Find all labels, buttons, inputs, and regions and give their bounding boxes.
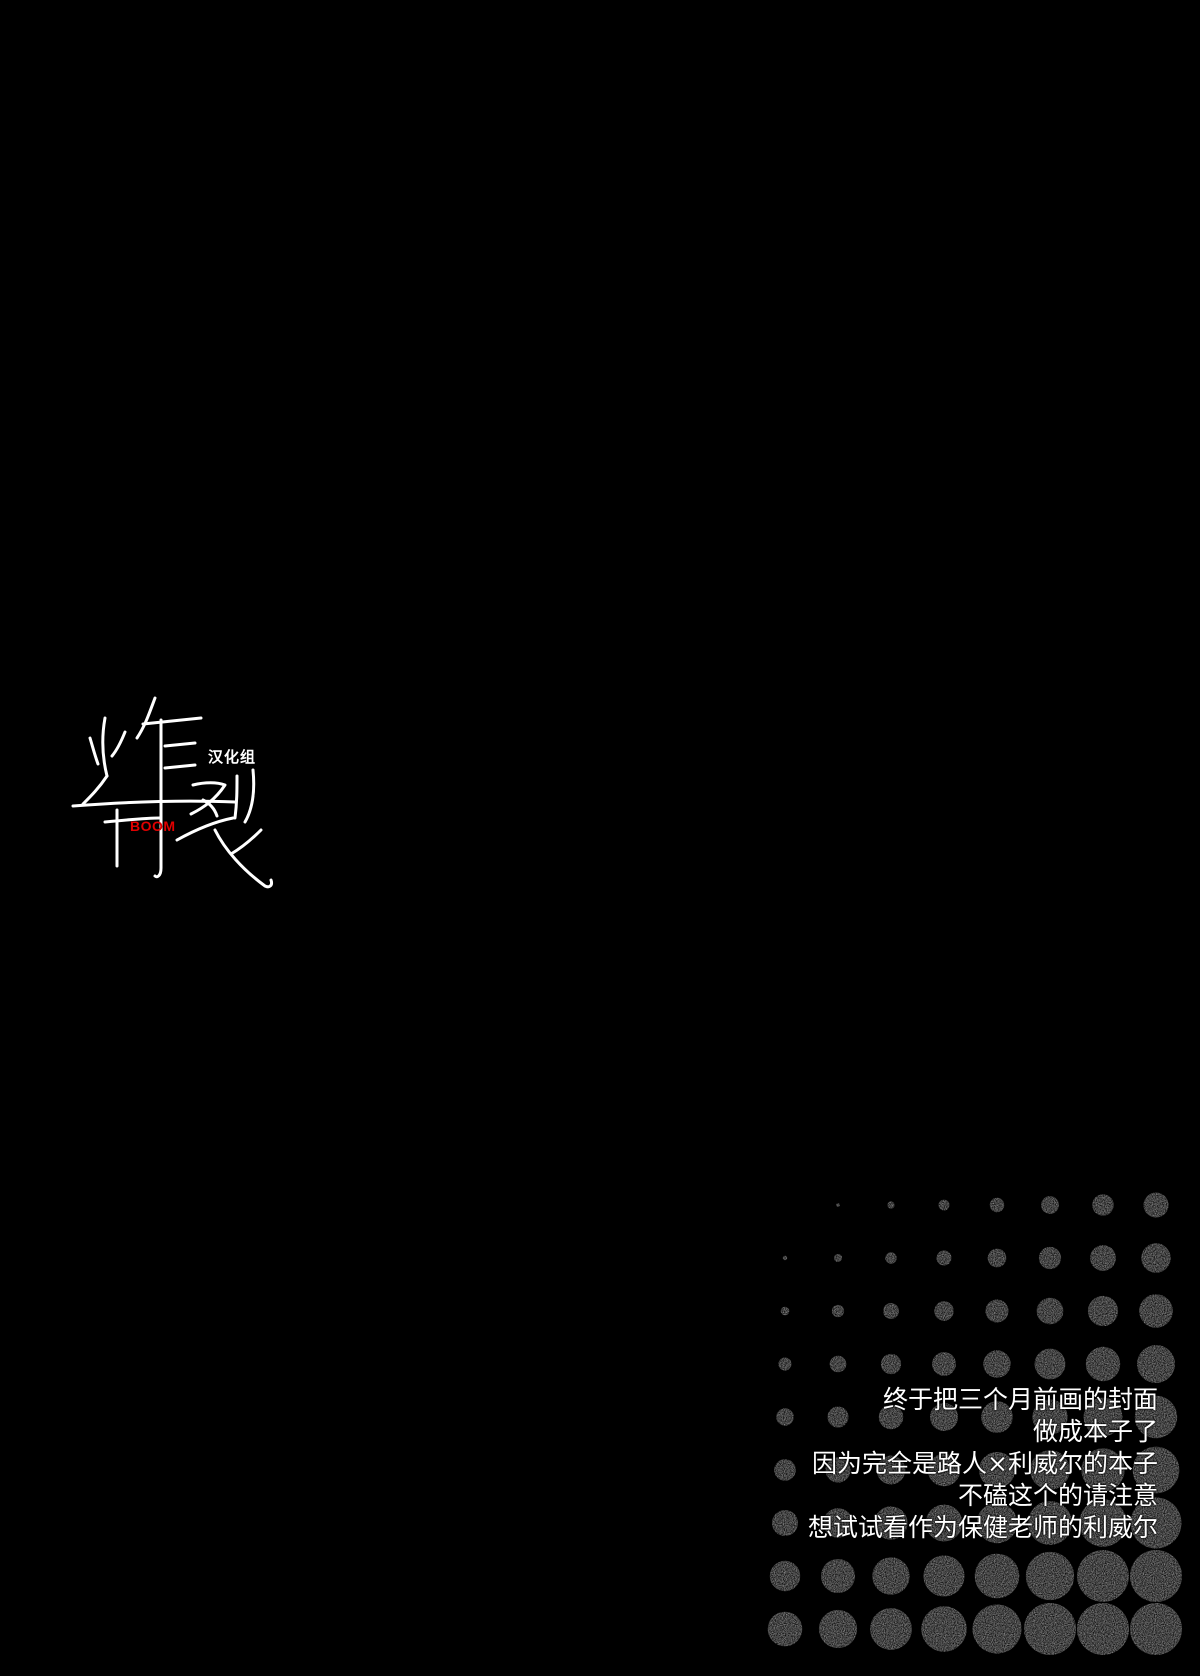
author-note: 终于把三个月前画的封面 做成本子了 因为完全是路人×利威尔的本子 不磕这个的请注… — [738, 1384, 1158, 1544]
halftone-dot — [1132, 1446, 1180, 1494]
halftone-dot — [983, 1350, 1011, 1378]
halftone-dot — [1032, 1399, 1068, 1435]
halftone-dot — [885, 1252, 897, 1264]
halftone-dot — [1130, 1550, 1182, 1602]
halftone-dot — [883, 1303, 899, 1319]
halftone-dot — [827, 1406, 849, 1428]
halftone-dot — [1079, 1499, 1127, 1547]
note-line: 因为完全是路人×利威尔的本子 — [812, 1449, 1158, 1478]
halftone-dot — [1090, 1245, 1116, 1271]
halftone-dot — [1083, 1397, 1123, 1437]
logo-group-label: 汉化组 — [208, 748, 257, 766]
halftone-dot — [985, 1299, 1009, 1323]
halftone-dot — [925, 1504, 963, 1542]
halftone-dot — [772, 1510, 798, 1536]
halftone-dot — [1085, 1346, 1121, 1382]
halftone-dot — [829, 1355, 847, 1373]
halftone-dot — [818, 1609, 858, 1649]
halftone-dot — [821, 1559, 855, 1593]
halftone-dot — [1092, 1194, 1114, 1216]
halftone-dot — [880, 1353, 902, 1375]
halftone-dot — [1143, 1192, 1169, 1218]
halftone-dot — [1025, 1551, 1075, 1601]
logo-glyph-outline — [71, 696, 273, 889]
halftone-dot — [989, 1197, 1005, 1213]
note-line: 做成本子了 — [1032, 1417, 1158, 1446]
halftone-dot — [1081, 1448, 1125, 1492]
halftone-dot — [936, 1250, 952, 1266]
halftone-dot — [1028, 1501, 1072, 1545]
halftone-dot — [1038, 1246, 1062, 1270]
halftone-dot — [1137, 1345, 1175, 1383]
halftone-dot — [776, 1408, 794, 1426]
note-line: 终于把三个月前画的封面 — [882, 1385, 1158, 1414]
halftone-dot — [780, 1306, 790, 1316]
scanlation-logo — [65, 690, 295, 910]
halftone-dot — [921, 1606, 967, 1652]
halftone-dot — [887, 1201, 895, 1209]
halftone-dot — [774, 1459, 796, 1481]
halftone-dot — [1141, 1243, 1171, 1273]
halftone-dot — [782, 1255, 788, 1261]
halftone-dot — [778, 1357, 792, 1371]
halftone-dot — [932, 1352, 956, 1376]
halftone-dot — [834, 1254, 842, 1262]
halftone-dot — [972, 1604, 1022, 1654]
halftone-dot — [974, 1553, 1020, 1599]
halftone-dot — [1030, 1450, 1070, 1490]
halftone-dot — [836, 1203, 840, 1207]
halftone-dot — [938, 1199, 950, 1211]
halftone-dot — [1077, 1550, 1129, 1602]
halftone-dot — [1036, 1297, 1064, 1325]
halftone-dot — [1139, 1294, 1173, 1328]
halftone-dot — [976, 1502, 1018, 1544]
halftone-dot — [1034, 1348, 1066, 1380]
halftone-dot — [1077, 1603, 1129, 1655]
note-line: 想试试看作为保健老师的利威尔 — [807, 1513, 1158, 1542]
halftone-dot — [823, 1508, 853, 1538]
halftone-dot — [981, 1401, 1013, 1433]
halftone-dot — [1041, 1196, 1059, 1214]
halftone-dot — [1087, 1295, 1119, 1327]
halftone-dot — [878, 1404, 904, 1430]
halftone-dot — [1134, 1395, 1178, 1439]
halftone-dot — [979, 1452, 1015, 1488]
halftone-dot — [923, 1555, 965, 1597]
halftone-dot — [825, 1457, 851, 1483]
note-line: 不磕这个的请注意 — [957, 1481, 1158, 1510]
halftone-dot — [767, 1611, 803, 1647]
logo-boom-text: BOOM — [130, 818, 176, 834]
halftone-dot — [876, 1455, 906, 1485]
halftone-dot — [927, 1453, 961, 1487]
halftone-dot — [769, 1560, 801, 1592]
halftone-dot — [870, 1608, 912, 1650]
halftone-dot — [930, 1403, 958, 1431]
halftone-dot — [987, 1248, 1007, 1268]
halftone-dot — [1130, 1497, 1182, 1549]
halftone-dot — [1130, 1603, 1182, 1655]
halftone-dot — [831, 1304, 845, 1318]
halftone-dot — [874, 1506, 908, 1540]
halftone-dot — [934, 1301, 954, 1321]
halftone-dot — [872, 1557, 910, 1595]
halftone-dot — [1024, 1603, 1076, 1655]
